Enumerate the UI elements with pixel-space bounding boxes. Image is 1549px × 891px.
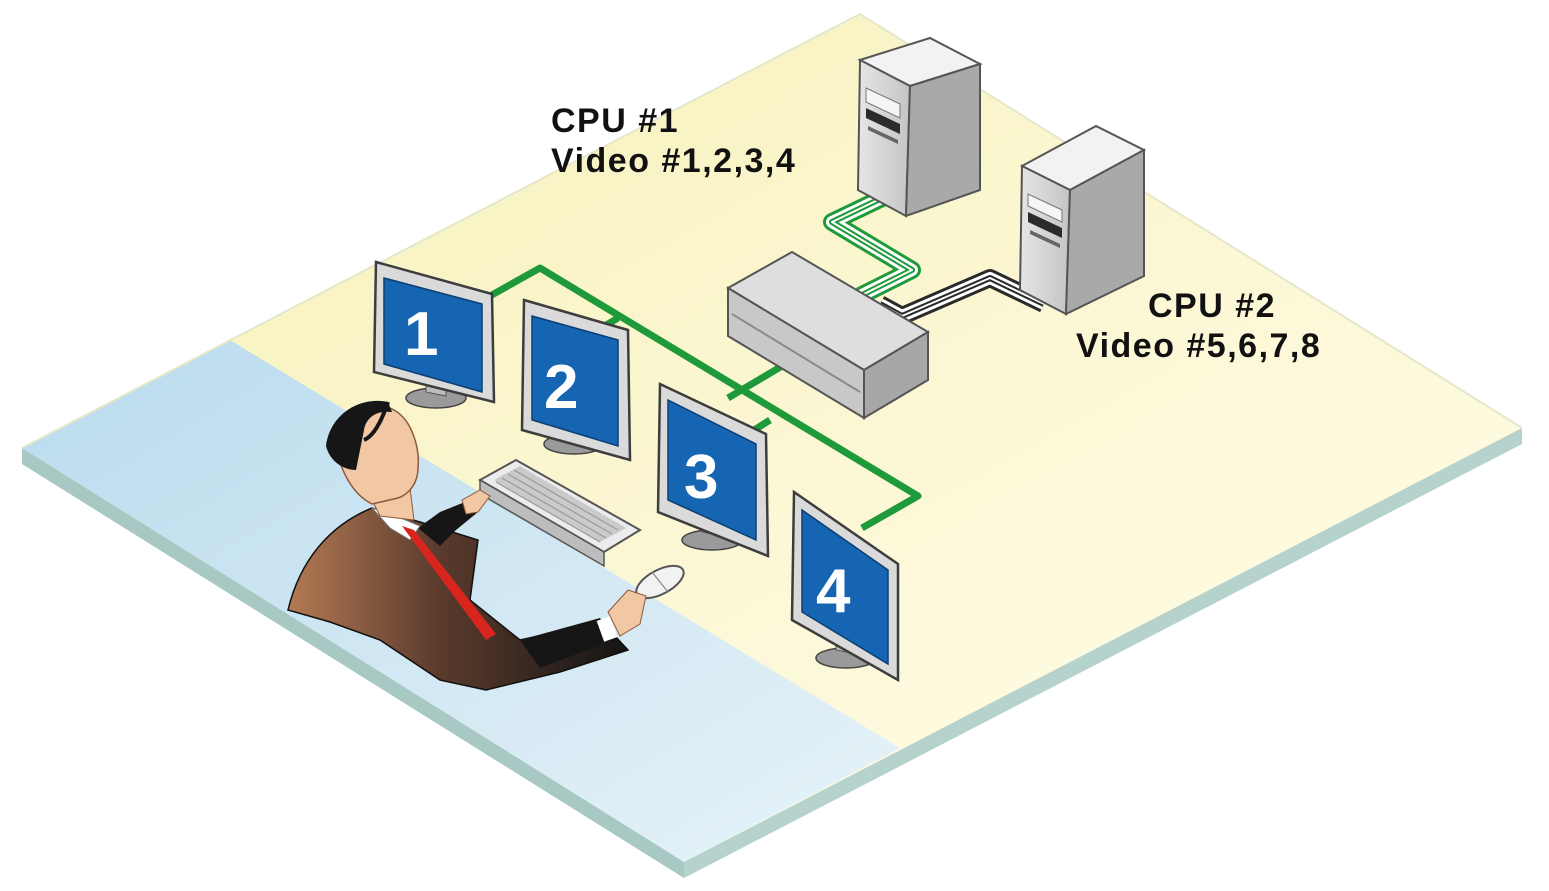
cpu2-video-label: Video #5,6,7,8: [1076, 327, 1322, 365]
monitor-2: 2: [520, 298, 632, 462]
monitor-number-2: 2: [544, 353, 578, 422]
monitor-1: 1: [372, 260, 496, 409]
operator-person: [287, 400, 647, 691]
cpu1-title: CPU #1: [551, 102, 680, 140]
cpu2-label: CPU #2 Video #5,6,7,8: [1076, 286, 1321, 366]
monitor-number-1: 1: [404, 300, 438, 369]
cpu1-label: CPU #1 Video #1,2,3,4: [551, 101, 796, 181]
cpu1-tower: [856, 36, 983, 218]
cpu2-title: CPU #2: [1148, 287, 1277, 325]
monitor-4: 4: [790, 489, 900, 683]
monitor-number-3: 3: [684, 443, 718, 512]
cpu1-cable: [823, 189, 921, 305]
keyboard: [477, 458, 642, 568]
monitor-3: 3: [656, 382, 770, 558]
monitor-number-4: 4: [816, 557, 851, 626]
cpu1-video-label: Video #1,2,3,4: [551, 142, 797, 180]
cpu2-tower: [1018, 124, 1147, 316]
kvm-switch-box: [726, 250, 930, 420]
